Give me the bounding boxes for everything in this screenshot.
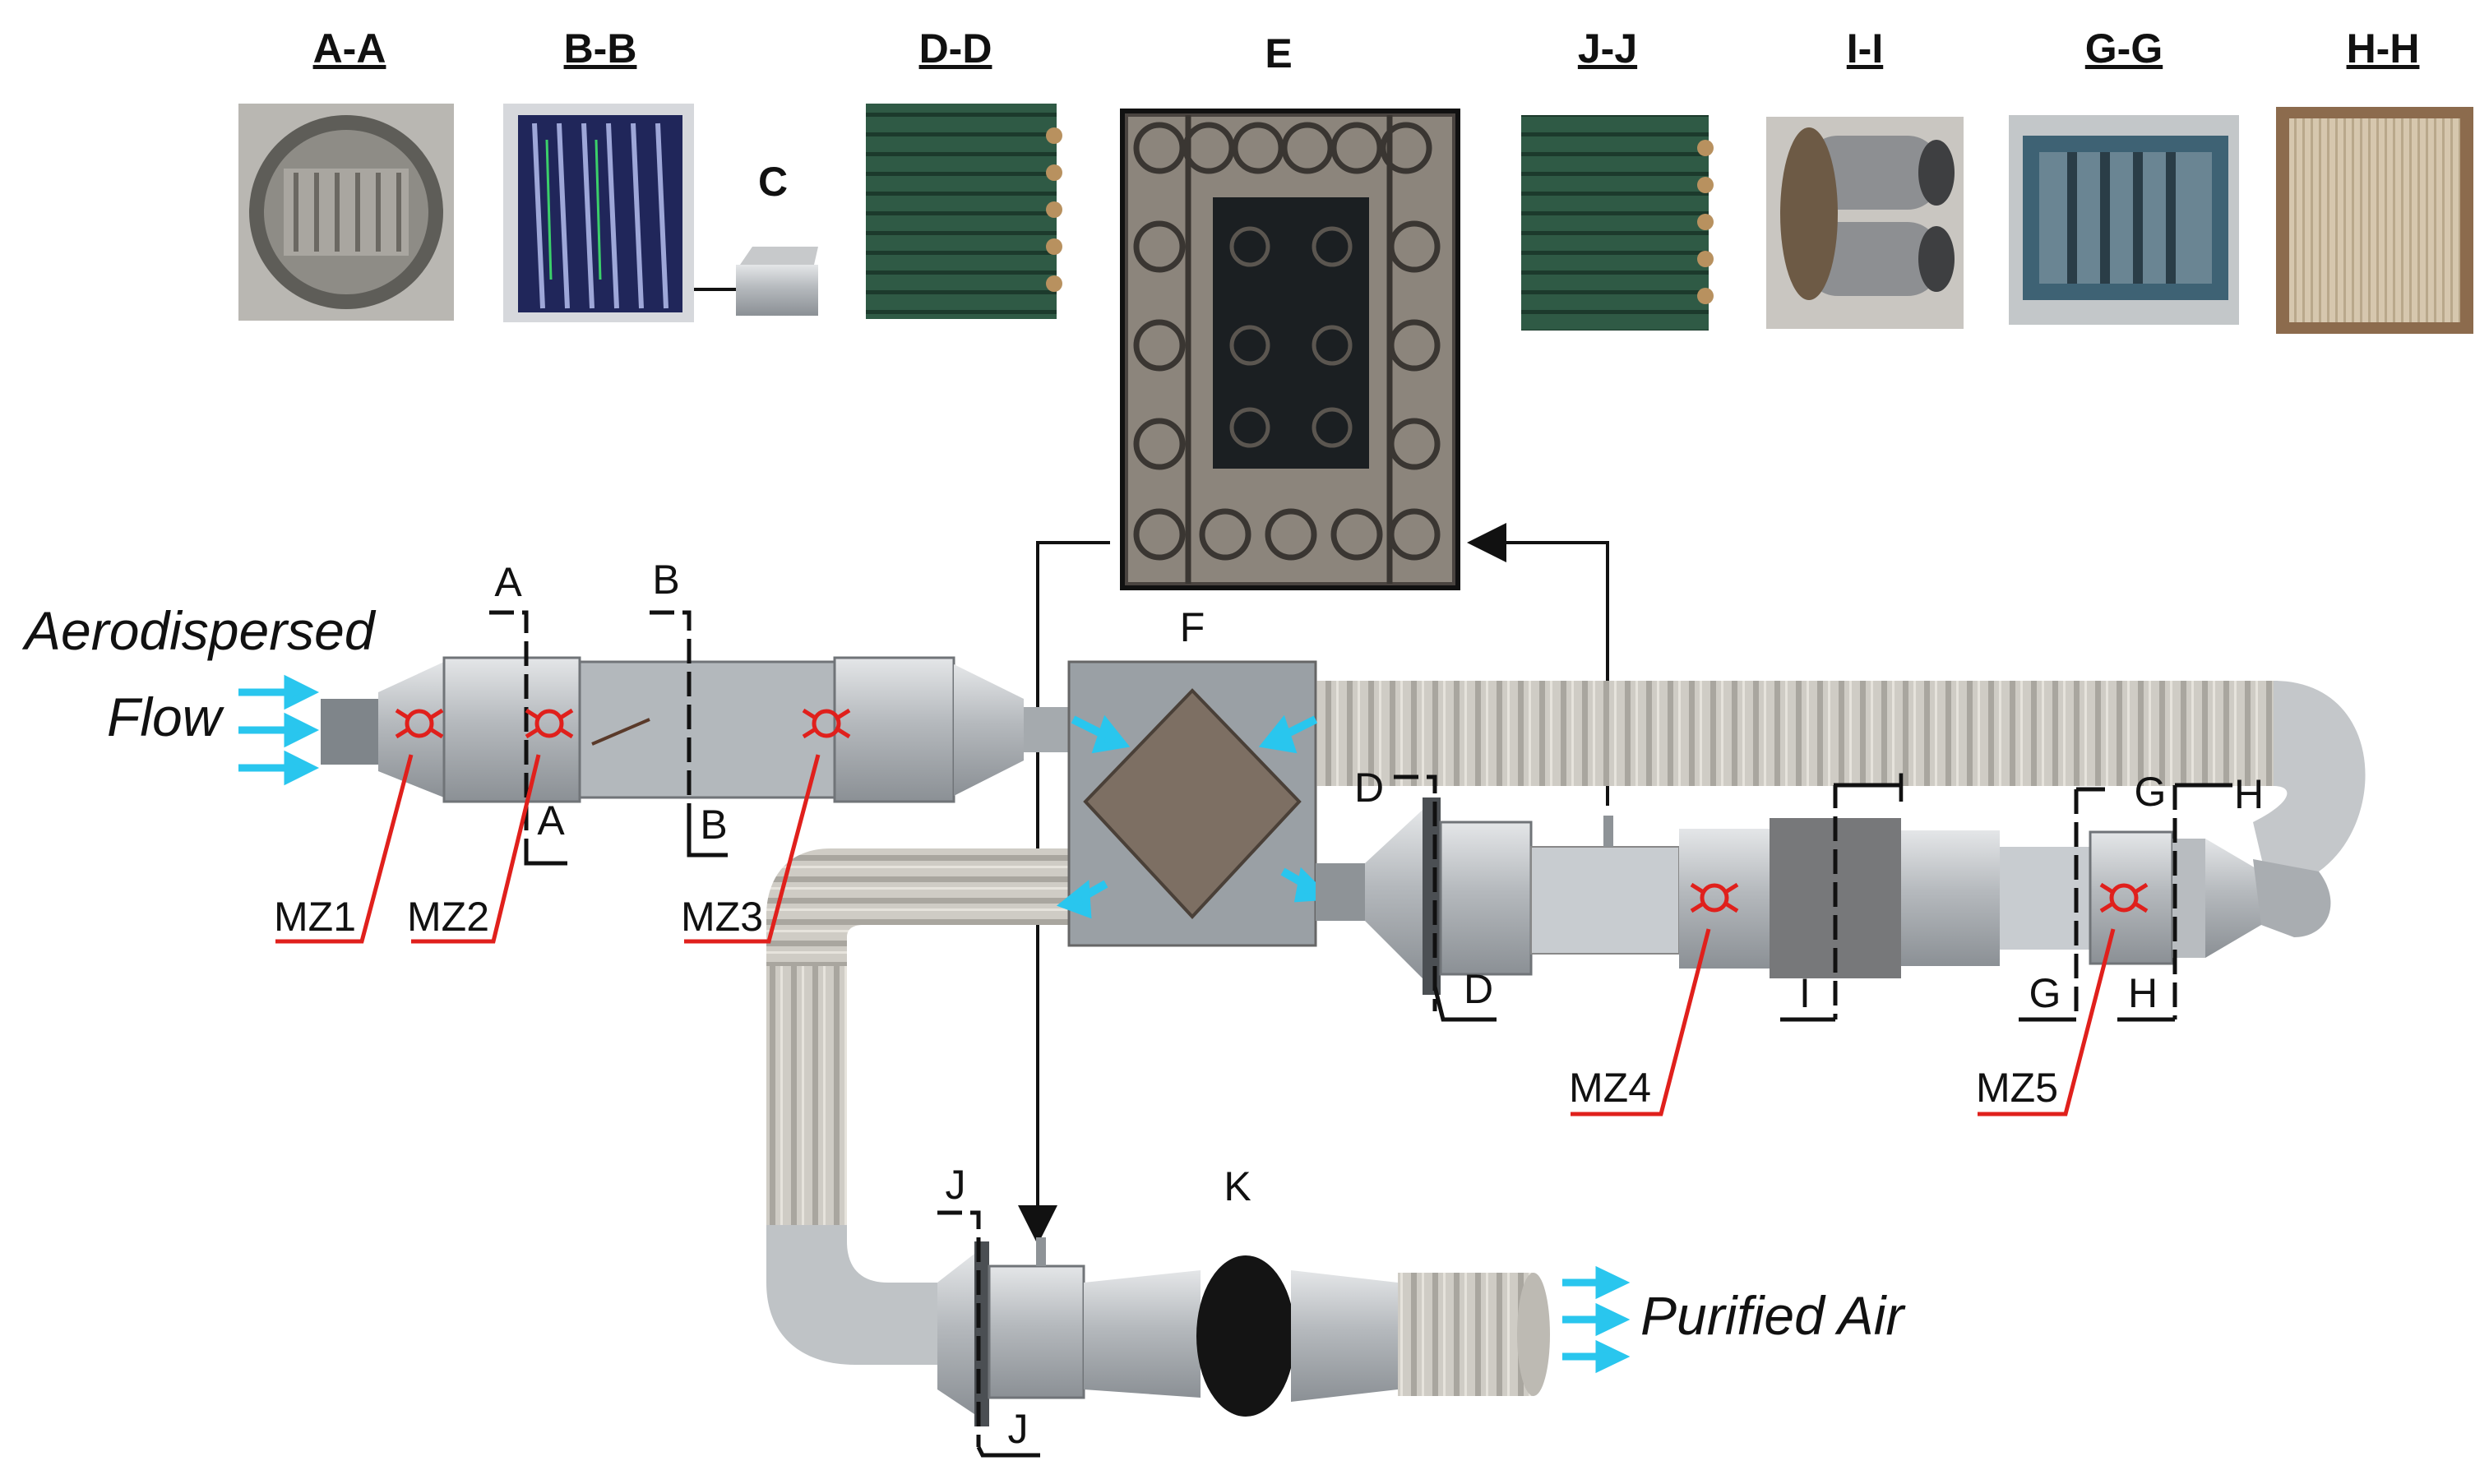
section-d-top-label: D: [1354, 765, 1384, 811]
section-i-top-label: I: [1895, 765, 1907, 811]
outlet-flow-label: Purified Air: [1640, 1285, 1906, 1346]
gg-photo: [2009, 115, 2239, 325]
c-title: C: [758, 159, 788, 205]
mz-sensor-symbols: [395, 708, 2149, 913]
inlet-flow-arrows: [238, 674, 320, 786]
jj-photo: [1521, 115, 1714, 331]
section-g-top-label: G: [2135, 769, 2167, 815]
heat-exchanger-f: [1067, 660, 1317, 947]
flex-duct-upper: [1312, 681, 2366, 892]
dd-title: D-D: [919, 25, 992, 72]
section-cut-j: [937, 1210, 981, 1447]
ii-title: I-I: [1847, 25, 1883, 72]
section-h-bottom-label: H: [2128, 970, 2158, 1016]
mz1-label: MZ1: [274, 894, 356, 940]
mz2-label: MZ2: [407, 894, 489, 940]
bb-photo: [503, 104, 694, 322]
aa-title: A-A: [313, 25, 386, 72]
hh-photo: [2276, 107, 2473, 334]
inlet-duct: [321, 656, 1069, 803]
inlet-flow-label-line2: Flow: [107, 687, 225, 747]
section-a-bottom-label: A: [537, 797, 565, 844]
hh-title: H-H: [2347, 25, 2420, 72]
section-cut-a: [489, 610, 529, 855]
bb-title: B-B: [564, 25, 637, 72]
ii-photo: [1766, 117, 1964, 329]
section-cut-d: [1394, 774, 1437, 1011]
section-cut-b: [650, 610, 692, 814]
section-j-top-label: J: [946, 1162, 966, 1208]
section-a-top-label: A: [494, 559, 522, 605]
inlet-flow-label-line1: Aerodispersed: [21, 600, 377, 661]
c-photo: [736, 247, 818, 316]
section-h-top-label: H: [2234, 771, 2264, 817]
jj-title: J-J: [1578, 25, 1637, 72]
section-g-bottom-label: G: [2029, 970, 2061, 1016]
mz-leader-lines: [275, 754, 2116, 1116]
return-duct-right: [1316, 797, 2331, 995]
exchanger-flow-arrows: [1056, 714, 1334, 919]
component-f-label: F: [1180, 604, 1205, 650]
section-i-bottom-label: I: [1799, 970, 1811, 1016]
mz4-label: MZ4: [1569, 1065, 1651, 1111]
component-k-label: K: [1224, 1163, 1251, 1209]
section-b-top-label: B: [652, 557, 679, 603]
mz3-label: MZ3: [681, 894, 763, 940]
section-b-bottom-label: B: [700, 802, 727, 848]
section-j-bottom-label: J: [1008, 1406, 1029, 1452]
section-d-bottom-label: D: [1464, 966, 1493, 1012]
flex-duct-lower: [766, 848, 1069, 1365]
gg-title: G-G: [2085, 25, 2163, 72]
e-photo: [1120, 109, 1460, 590]
dd-photo: [866, 104, 1062, 319]
mz5-label: MZ5: [1976, 1065, 2058, 1111]
outlet-duct: [937, 1237, 1550, 1426]
outlet-flow-arrows: [1562, 1265, 1631, 1374]
section-cut-i: [1833, 783, 1838, 1019]
aa-photo: [238, 104, 454, 321]
e-title: E: [1265, 30, 1292, 76]
